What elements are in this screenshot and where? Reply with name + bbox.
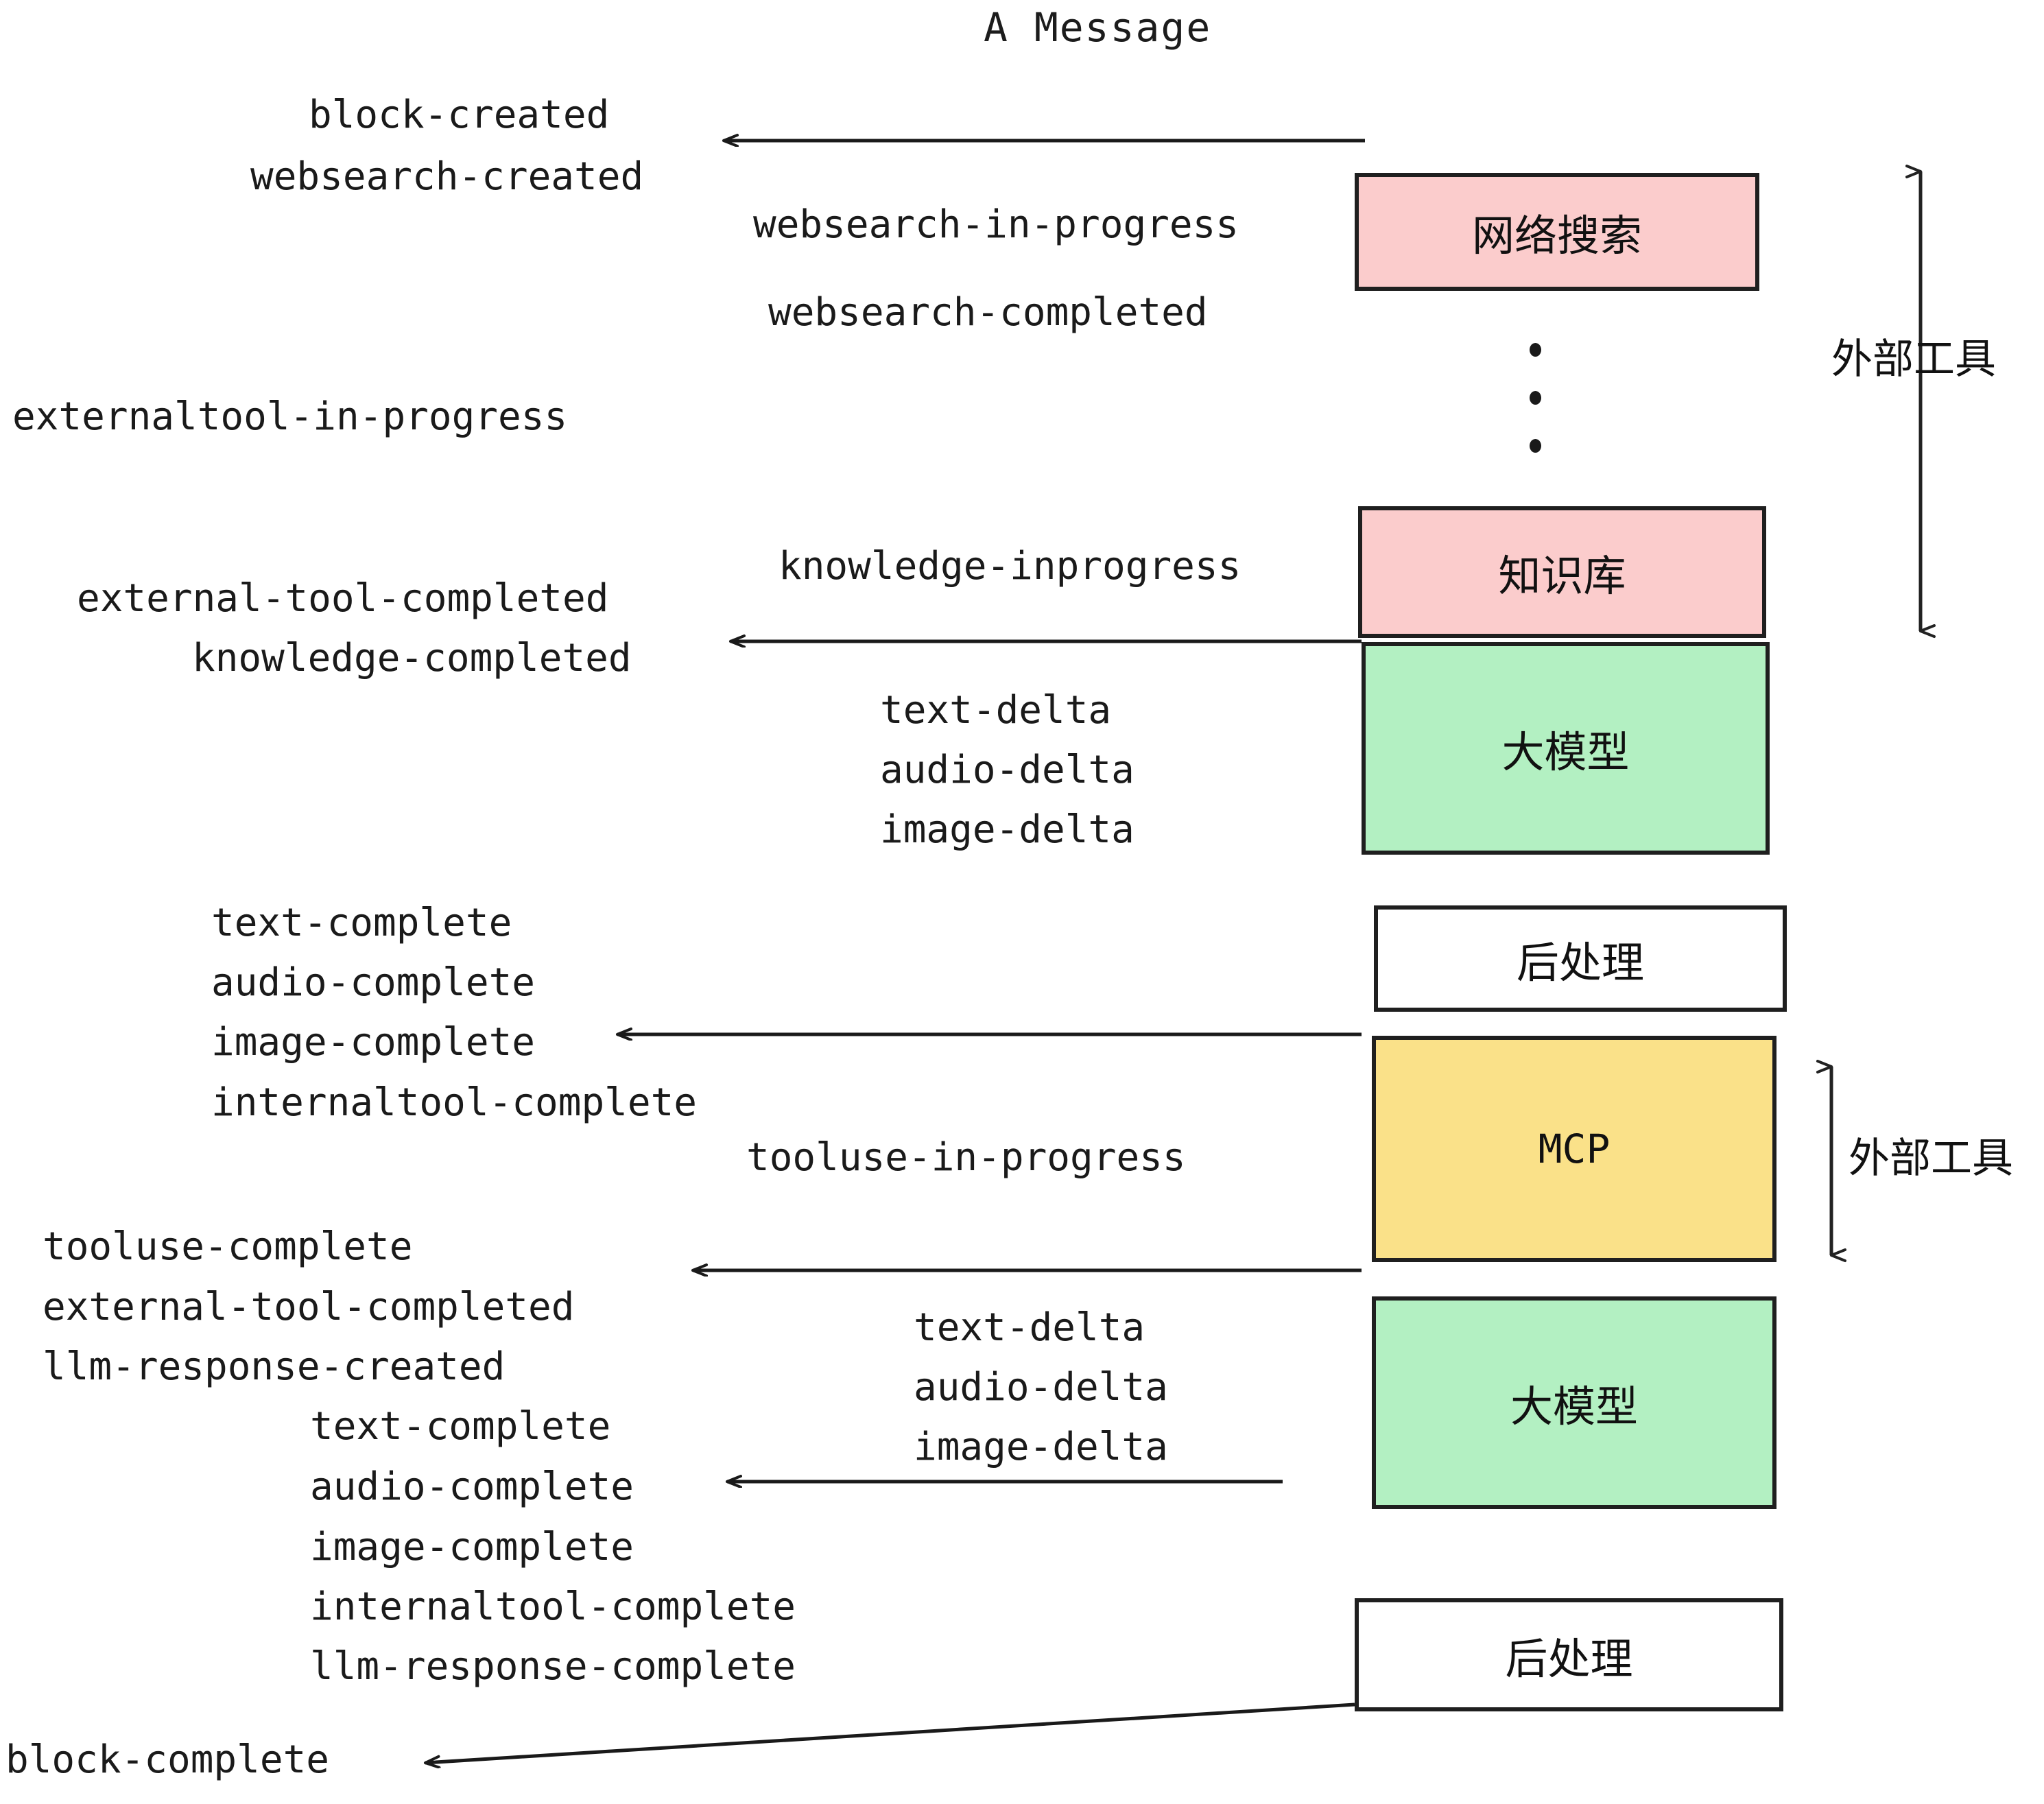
node-mcp-label: MCP bbox=[1538, 1126, 1611, 1172]
arrow-postprocess2-to-block-complete bbox=[425, 1702, 1355, 1763]
event-llm-response-created: llm-response-created bbox=[43, 1344, 506, 1389]
node-llm-second-label: 大模型 bbox=[1510, 1381, 1638, 1432]
event-internaltool-complete-second: internaltool-complete bbox=[310, 1585, 796, 1629]
node-llm-first-label: 大模型 bbox=[1501, 727, 1630, 777]
event-knowledge-inprogress: knowledge-inprogress bbox=[779, 544, 1241, 589]
event-text-delta-second: text-delta bbox=[914, 1305, 1145, 1350]
node-postprocess-second-label: 后处理 bbox=[1505, 1633, 1633, 1684]
node-llm-first[interactable]: 大模型 bbox=[1362, 642, 1770, 855]
event-audio-delta-first: audio-delta bbox=[880, 748, 1134, 792]
event-websearch-completed: websearch-completed bbox=[768, 290, 1208, 335]
event-external-tool-completed-second: external-tool-completed bbox=[43, 1285, 575, 1329]
event-websearch-in-progress: websearch-in-progress bbox=[753, 202, 1239, 247]
event-internaltool-complete-first: internaltool-complete bbox=[211, 1080, 698, 1125]
event-image-delta-first: image-delta bbox=[880, 807, 1134, 852]
node-postprocess-first[interactable]: 后处理 bbox=[1374, 905, 1787, 1012]
event-externaltool-in-progress: externaltool-in-progress bbox=[12, 394, 568, 439]
node-postprocess-second[interactable]: 后处理 bbox=[1355, 1598, 1783, 1711]
event-websearch-created: websearch-created bbox=[250, 154, 644, 199]
node-websearch-label: 网络搜索 bbox=[1471, 211, 1642, 261]
diagram-title: A Message bbox=[984, 4, 1212, 51]
event-image-complete-second: image-complete bbox=[310, 1525, 634, 1569]
event-llm-response-complete: llm-response-complete bbox=[310, 1644, 796, 1689]
node-postprocess-first-label: 后处理 bbox=[1516, 937, 1644, 988]
ellipsis-icon bbox=[1528, 343, 1542, 453]
event-text-complete-first: text-complete bbox=[211, 901, 512, 945]
node-mcp[interactable]: MCP bbox=[1372, 1036, 1776, 1262]
event-block-created: block-created bbox=[309, 93, 610, 137]
event-knowledge-completed: knowledge-completed bbox=[192, 636, 632, 680]
node-llm-second[interactable]: 大模型 bbox=[1372, 1296, 1776, 1509]
side-label-external-tools-bottom: 外部工具 bbox=[1849, 1135, 2013, 1183]
side-label-external-tools-top: 外部工具 bbox=[1831, 335, 1996, 383]
event-text-complete-second: text-complete bbox=[310, 1404, 611, 1449]
event-audio-complete-second: audio-complete bbox=[310, 1464, 634, 1509]
event-tooluse-in-progress: tooluse-in-progress bbox=[746, 1135, 1186, 1180]
event-audio-complete-first: audio-complete bbox=[211, 960, 536, 1005]
event-block-complete: block-complete bbox=[5, 1737, 330, 1782]
node-knowledge-base-label: 知识库 bbox=[1498, 551, 1626, 601]
event-image-complete-first: image-complete bbox=[211, 1020, 536, 1065]
event-audio-delta-second: audio-delta bbox=[914, 1365, 1168, 1410]
event-text-delta-first: text-delta bbox=[880, 688, 1112, 733]
event-image-delta-second: image-delta bbox=[914, 1425, 1168, 1469]
node-websearch[interactable]: 网络搜索 bbox=[1355, 173, 1759, 291]
event-external-tool-completed-first: external-tool-completed bbox=[77, 576, 609, 621]
node-knowledge-base[interactable]: 知识库 bbox=[1358, 506, 1766, 638]
event-tooluse-complete: tooluse-complete bbox=[43, 1224, 413, 1269]
